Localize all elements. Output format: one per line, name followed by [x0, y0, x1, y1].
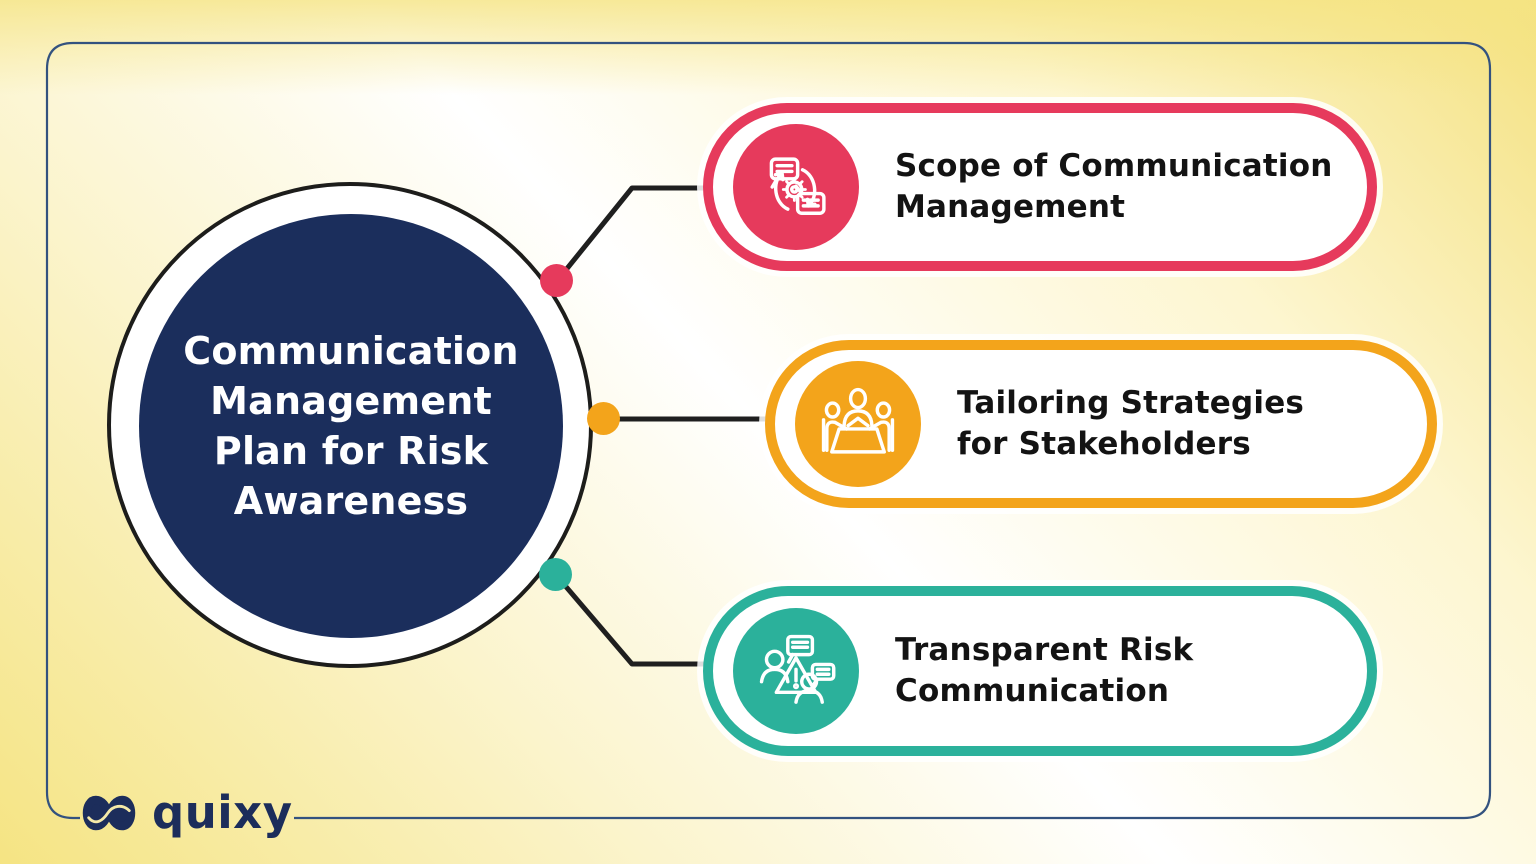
branch-label-scope: Scope of Communication Management	[895, 146, 1333, 228]
connector-dot-tailoring	[587, 402, 620, 435]
branch-pill-transparent: Transparent Risk Communication	[703, 586, 1377, 756]
quixy-wordmark: quixy	[152, 786, 293, 839]
center-title: Communication Management Plan for Risk A…	[183, 326, 518, 527]
connector-line-transparent	[553, 572, 711, 667]
card-border	[45, 41, 1492, 820]
stakeholder-meeting-icon	[795, 361, 921, 487]
branch-label-line: Transparent Risk	[895, 631, 1194, 668]
branch-pill-scope: Scope of Communication Management	[703, 103, 1377, 271]
connector-line-scope	[554, 185, 711, 284]
branch-pill-tailoring: Tailoring Strategies for Stakeholders	[765, 340, 1437, 508]
center-title-line: Management	[210, 378, 492, 423]
communication-cycle-icon	[733, 124, 859, 250]
branch-label-line: Management	[895, 189, 1126, 225]
center-title-line: Communication	[183, 328, 519, 373]
branch-label-transparent: Transparent Risk Communication	[895, 630, 1193, 712]
center-title-line: Plan for Risk	[213, 429, 489, 473]
connector-dot-transparent	[539, 558, 572, 591]
branch-label-line: Communication	[895, 673, 1170, 709]
branch-label-line: for Stakeholders	[957, 426, 1251, 462]
connector-dot-scope	[540, 264, 573, 297]
risk-warning-icon	[733, 608, 859, 734]
center-topic-circle: Communication Management Plan for Risk A…	[139, 214, 563, 638]
quixy-infinity-icon	[78, 787, 140, 839]
branch-label-line: Tailoring Strategies	[957, 384, 1305, 421]
branch-label-line: Scope of Communication	[895, 147, 1333, 184]
quixy-logo: quixy	[78, 786, 293, 839]
branch-label-tailoring: Tailoring Strategies for Stakeholders	[957, 383, 1304, 465]
center-title-line: Awareness	[233, 479, 469, 524]
